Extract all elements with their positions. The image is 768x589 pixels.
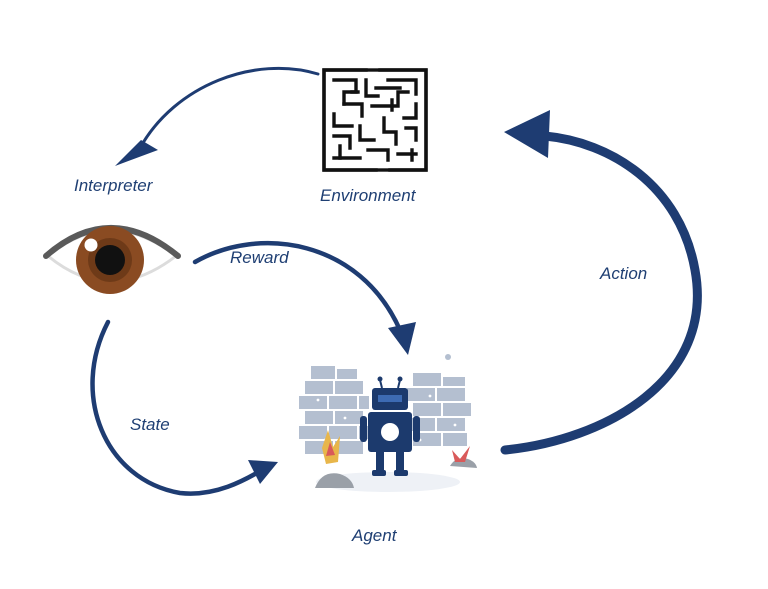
robot-body xyxy=(360,376,420,476)
agent-label: Agent xyxy=(352,526,397,545)
robot-icon xyxy=(297,354,477,492)
action-label: Action xyxy=(600,264,648,283)
arrow-reward xyxy=(192,241,416,355)
rock-right xyxy=(450,446,477,468)
state-label: State xyxy=(130,415,170,434)
arrow-environment-to-interpreter xyxy=(115,66,320,166)
rock-left xyxy=(315,430,354,488)
reward-label: Reward xyxy=(230,248,289,267)
interpreter-label: Interpreter xyxy=(74,176,153,195)
arrow-state xyxy=(90,319,278,496)
eye-icon xyxy=(43,225,181,294)
arrow-action xyxy=(500,110,702,455)
environment-label: Environment xyxy=(320,186,416,205)
brick-wall-left xyxy=(297,364,371,456)
maze-icon xyxy=(322,68,428,172)
